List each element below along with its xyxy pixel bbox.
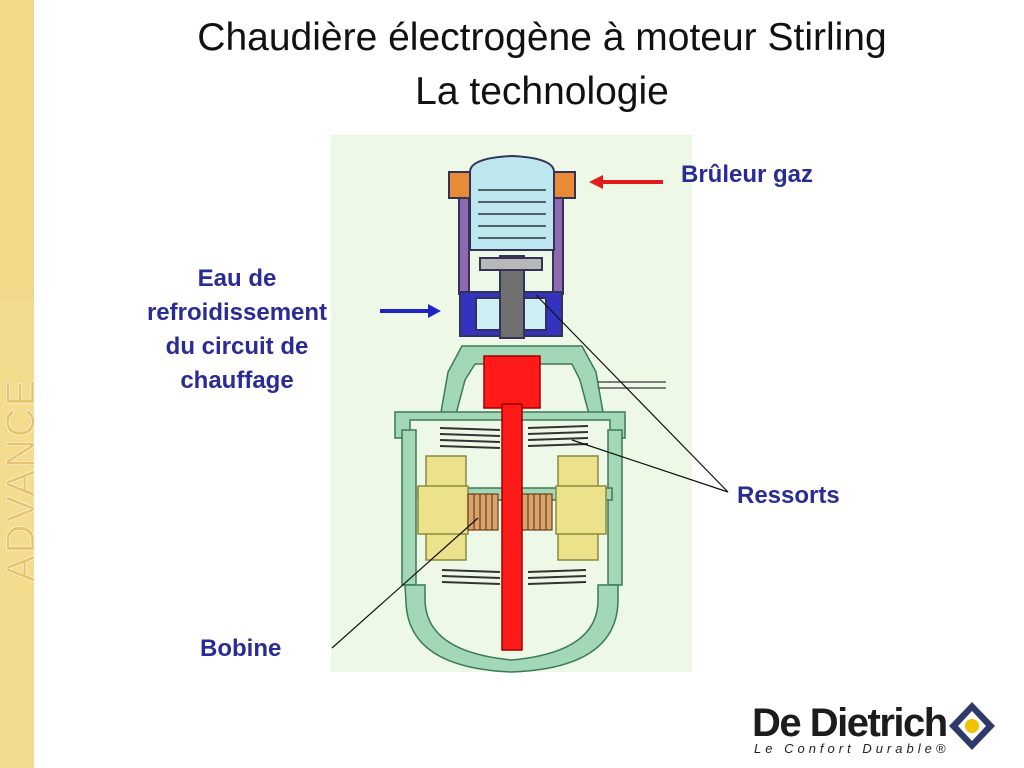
- advance-logo-text: ADVANCE: [2, 378, 43, 582]
- label-burner: Brûleur gaz: [681, 161, 814, 188]
- coil: [467, 493, 553, 531]
- side-band-top: [0, 0, 34, 300]
- slide-subtitle: La technologie: [415, 70, 669, 113]
- brand-tagline: Le Confort Durable®: [754, 741, 950, 756]
- label-cooling-water-line: chauffage: [180, 367, 294, 394]
- de-dietrich-logo: De Dietrich Le Confort Durable®: [752, 700, 1002, 758]
- label-cooling-water-line: refroidissement: [146, 299, 328, 326]
- label-cooling-water: Eau de refroidissement du circuit de cha…: [118, 262, 356, 398]
- label-cooling-water-line: du circuit de: [165, 333, 309, 360]
- engine-housing: [394, 345, 626, 673]
- magnet-blocks: [417, 455, 607, 561]
- brand-name: De Dietrich: [752, 701, 948, 745]
- label-coil: Bobine: [200, 635, 282, 662]
- advance-logo: ADVANCE: [2, 377, 43, 582]
- dietrich-diamond-icon: [949, 702, 995, 750]
- label-springs: Ressorts: [737, 482, 840, 509]
- burner-arrow-icon: [589, 175, 663, 189]
- water-arrow-icon: [380, 304, 441, 318]
- leader-lines: [331, 294, 729, 649]
- regenerator-lines: [478, 189, 546, 239]
- pipe: [598, 381, 666, 389]
- piston: [483, 355, 541, 651]
- label-cooling-water-line: Eau de: [197, 265, 277, 292]
- slide-title: Chaudière électrogène à moteur Stirling: [197, 16, 887, 59]
- upper-cylinder: [448, 154, 576, 339]
- springs: [439, 425, 589, 585]
